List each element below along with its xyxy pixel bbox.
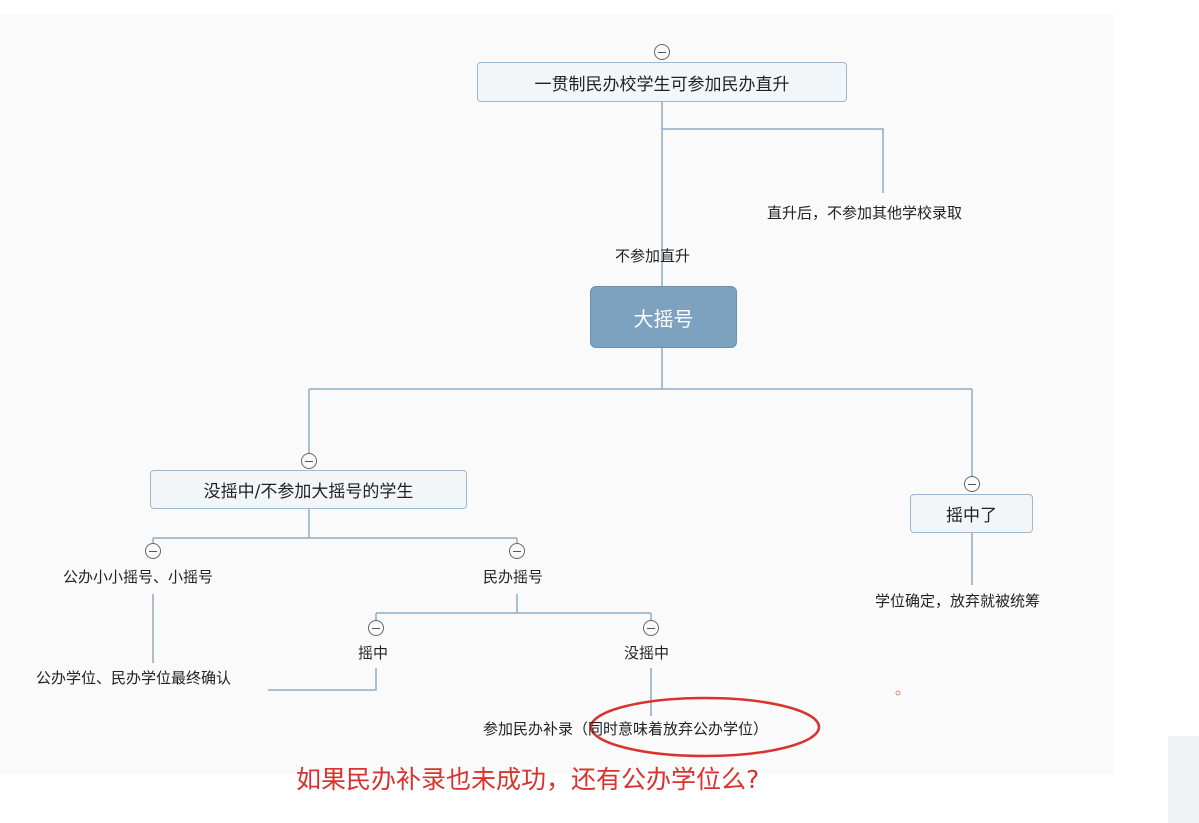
diagram-canvas bbox=[0, 14, 1114, 774]
collapse-toggle-private-lottery[interactable] bbox=[509, 543, 525, 559]
collapse-toggle-selected[interactable] bbox=[964, 476, 980, 492]
collapse-toggle-won[interactable] bbox=[368, 620, 384, 636]
node-not-direct[interactable]: 不参加直升 bbox=[615, 247, 691, 265]
collapse-toggle-top[interactable] bbox=[654, 44, 670, 60]
node-top[interactable]: 一贯制民办校学生可参加民办直升 bbox=[477, 62, 847, 102]
node-central[interactable]: 大摇号 bbox=[590, 286, 737, 348]
node-direct-after[interactable]: 直升后，不参加其他学校录取 bbox=[767, 204, 963, 222]
node-won[interactable]: 摇中 bbox=[358, 644, 389, 662]
collapse-toggle-public-lottery[interactable] bbox=[145, 543, 161, 559]
node-private-lottery[interactable]: 民办摇号 bbox=[483, 568, 544, 586]
node-selected[interactable]: 摇中了 bbox=[910, 494, 1033, 533]
node-not-selected[interactable]: 没摇中/不参加大摇号的学生 bbox=[150, 470, 467, 509]
corner-widget bbox=[1168, 736, 1199, 823]
node-supplement[interactable]: 参加民办补录（同时意味着放弃公办学位） bbox=[483, 720, 769, 738]
annotation-question: 如果民办补录也未成功，还有公办学位么? bbox=[296, 765, 760, 794]
node-public-lottery[interactable]: 公办小小摇号、小摇号 bbox=[63, 568, 214, 586]
node-final-confirm[interactable]: 公办学位、民办学位最终确认 bbox=[36, 669, 232, 687]
collapse-toggle-lost[interactable] bbox=[643, 620, 659, 636]
node-seat-confirmed[interactable]: 学位确定，放弃就被统筹 bbox=[875, 592, 1041, 610]
node-lost[interactable]: 没摇中 bbox=[624, 644, 670, 662]
collapse-toggle-not-selected[interactable] bbox=[301, 453, 317, 469]
